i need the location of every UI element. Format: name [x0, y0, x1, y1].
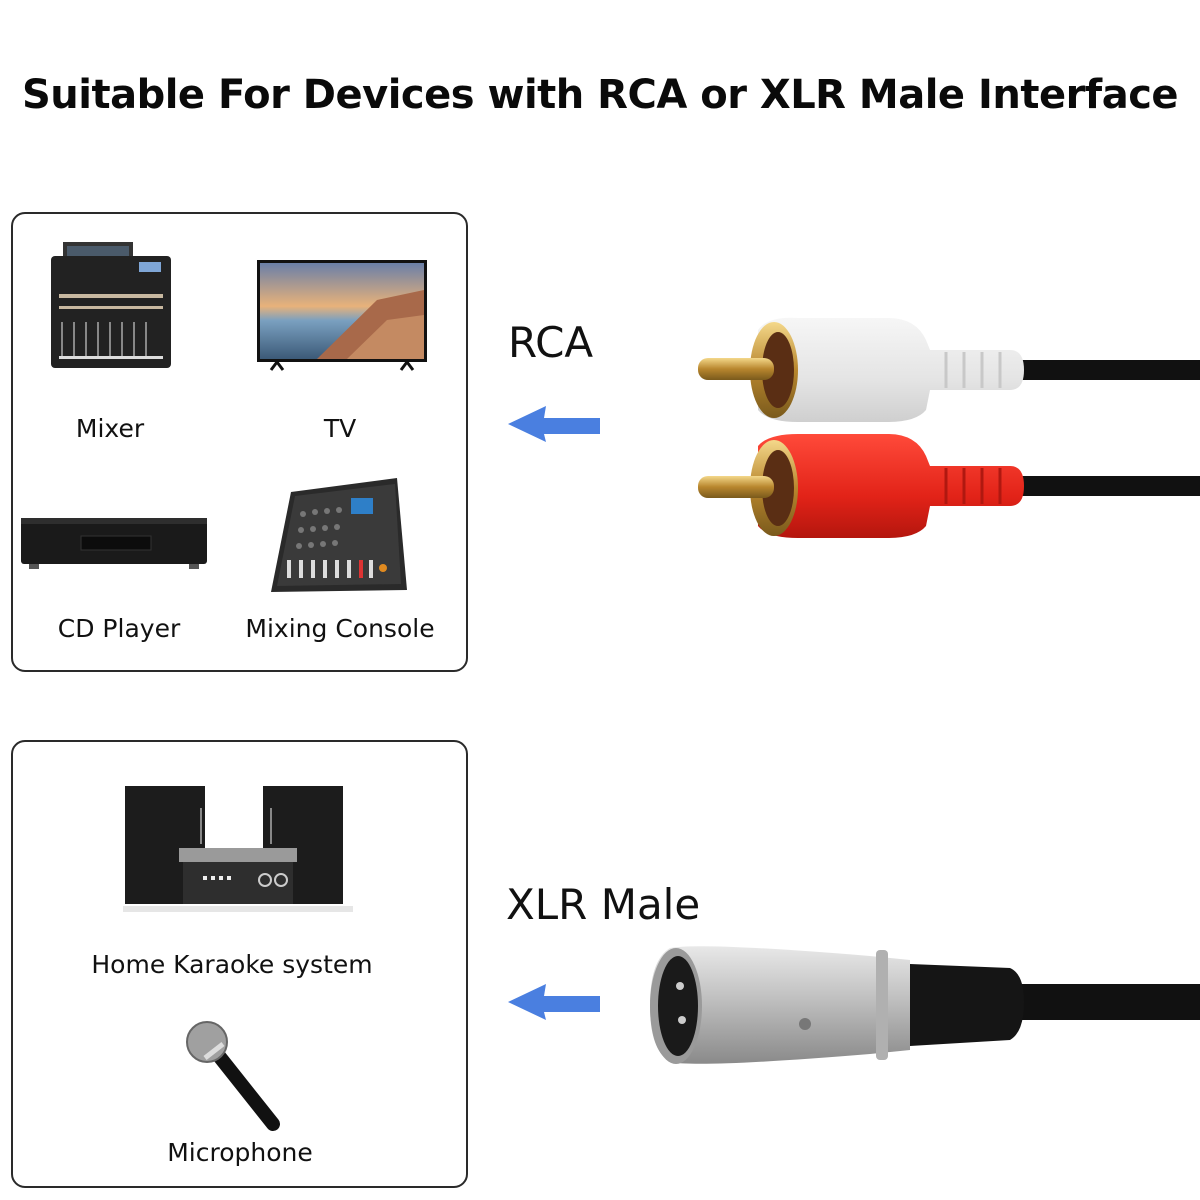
device-label-microphone: Microphone [167, 1138, 313, 1167]
xlr-connector-label: XLR Male [506, 880, 701, 929]
digital-mixer-icon [49, 242, 173, 370]
rca-connector-label: RCA [508, 318, 594, 367]
left-arrow-icon [508, 404, 602, 449]
device-label-mixing-console: Mixing Console [245, 614, 435, 643]
tv-icon [257, 260, 427, 372]
page-title: Suitable For Devices with RCA or XLR Mal… [21, 72, 1179, 118]
left-arrow-icon [508, 982, 602, 1027]
rca-devices-panel: Mixer TV C [11, 212, 468, 672]
karaoke-system-icon [123, 784, 353, 914]
device-label-karaoke: Home Karaoke system [91, 950, 373, 979]
device-label-tv: TV [323, 414, 357, 443]
device-label-cd-player: CD Player [57, 614, 181, 643]
mixing-console-icon [267, 478, 411, 596]
rca-plugs-icon [688, 310, 1200, 540]
xlr-devices-panel: Home Karaoke system Microphone [11, 740, 468, 1188]
device-label-mixer: Mixer [75, 414, 145, 443]
microphone-icon [183, 1020, 283, 1132]
cd-player-icon [21, 516, 207, 572]
xlr-plug-icon [640, 940, 1200, 1080]
